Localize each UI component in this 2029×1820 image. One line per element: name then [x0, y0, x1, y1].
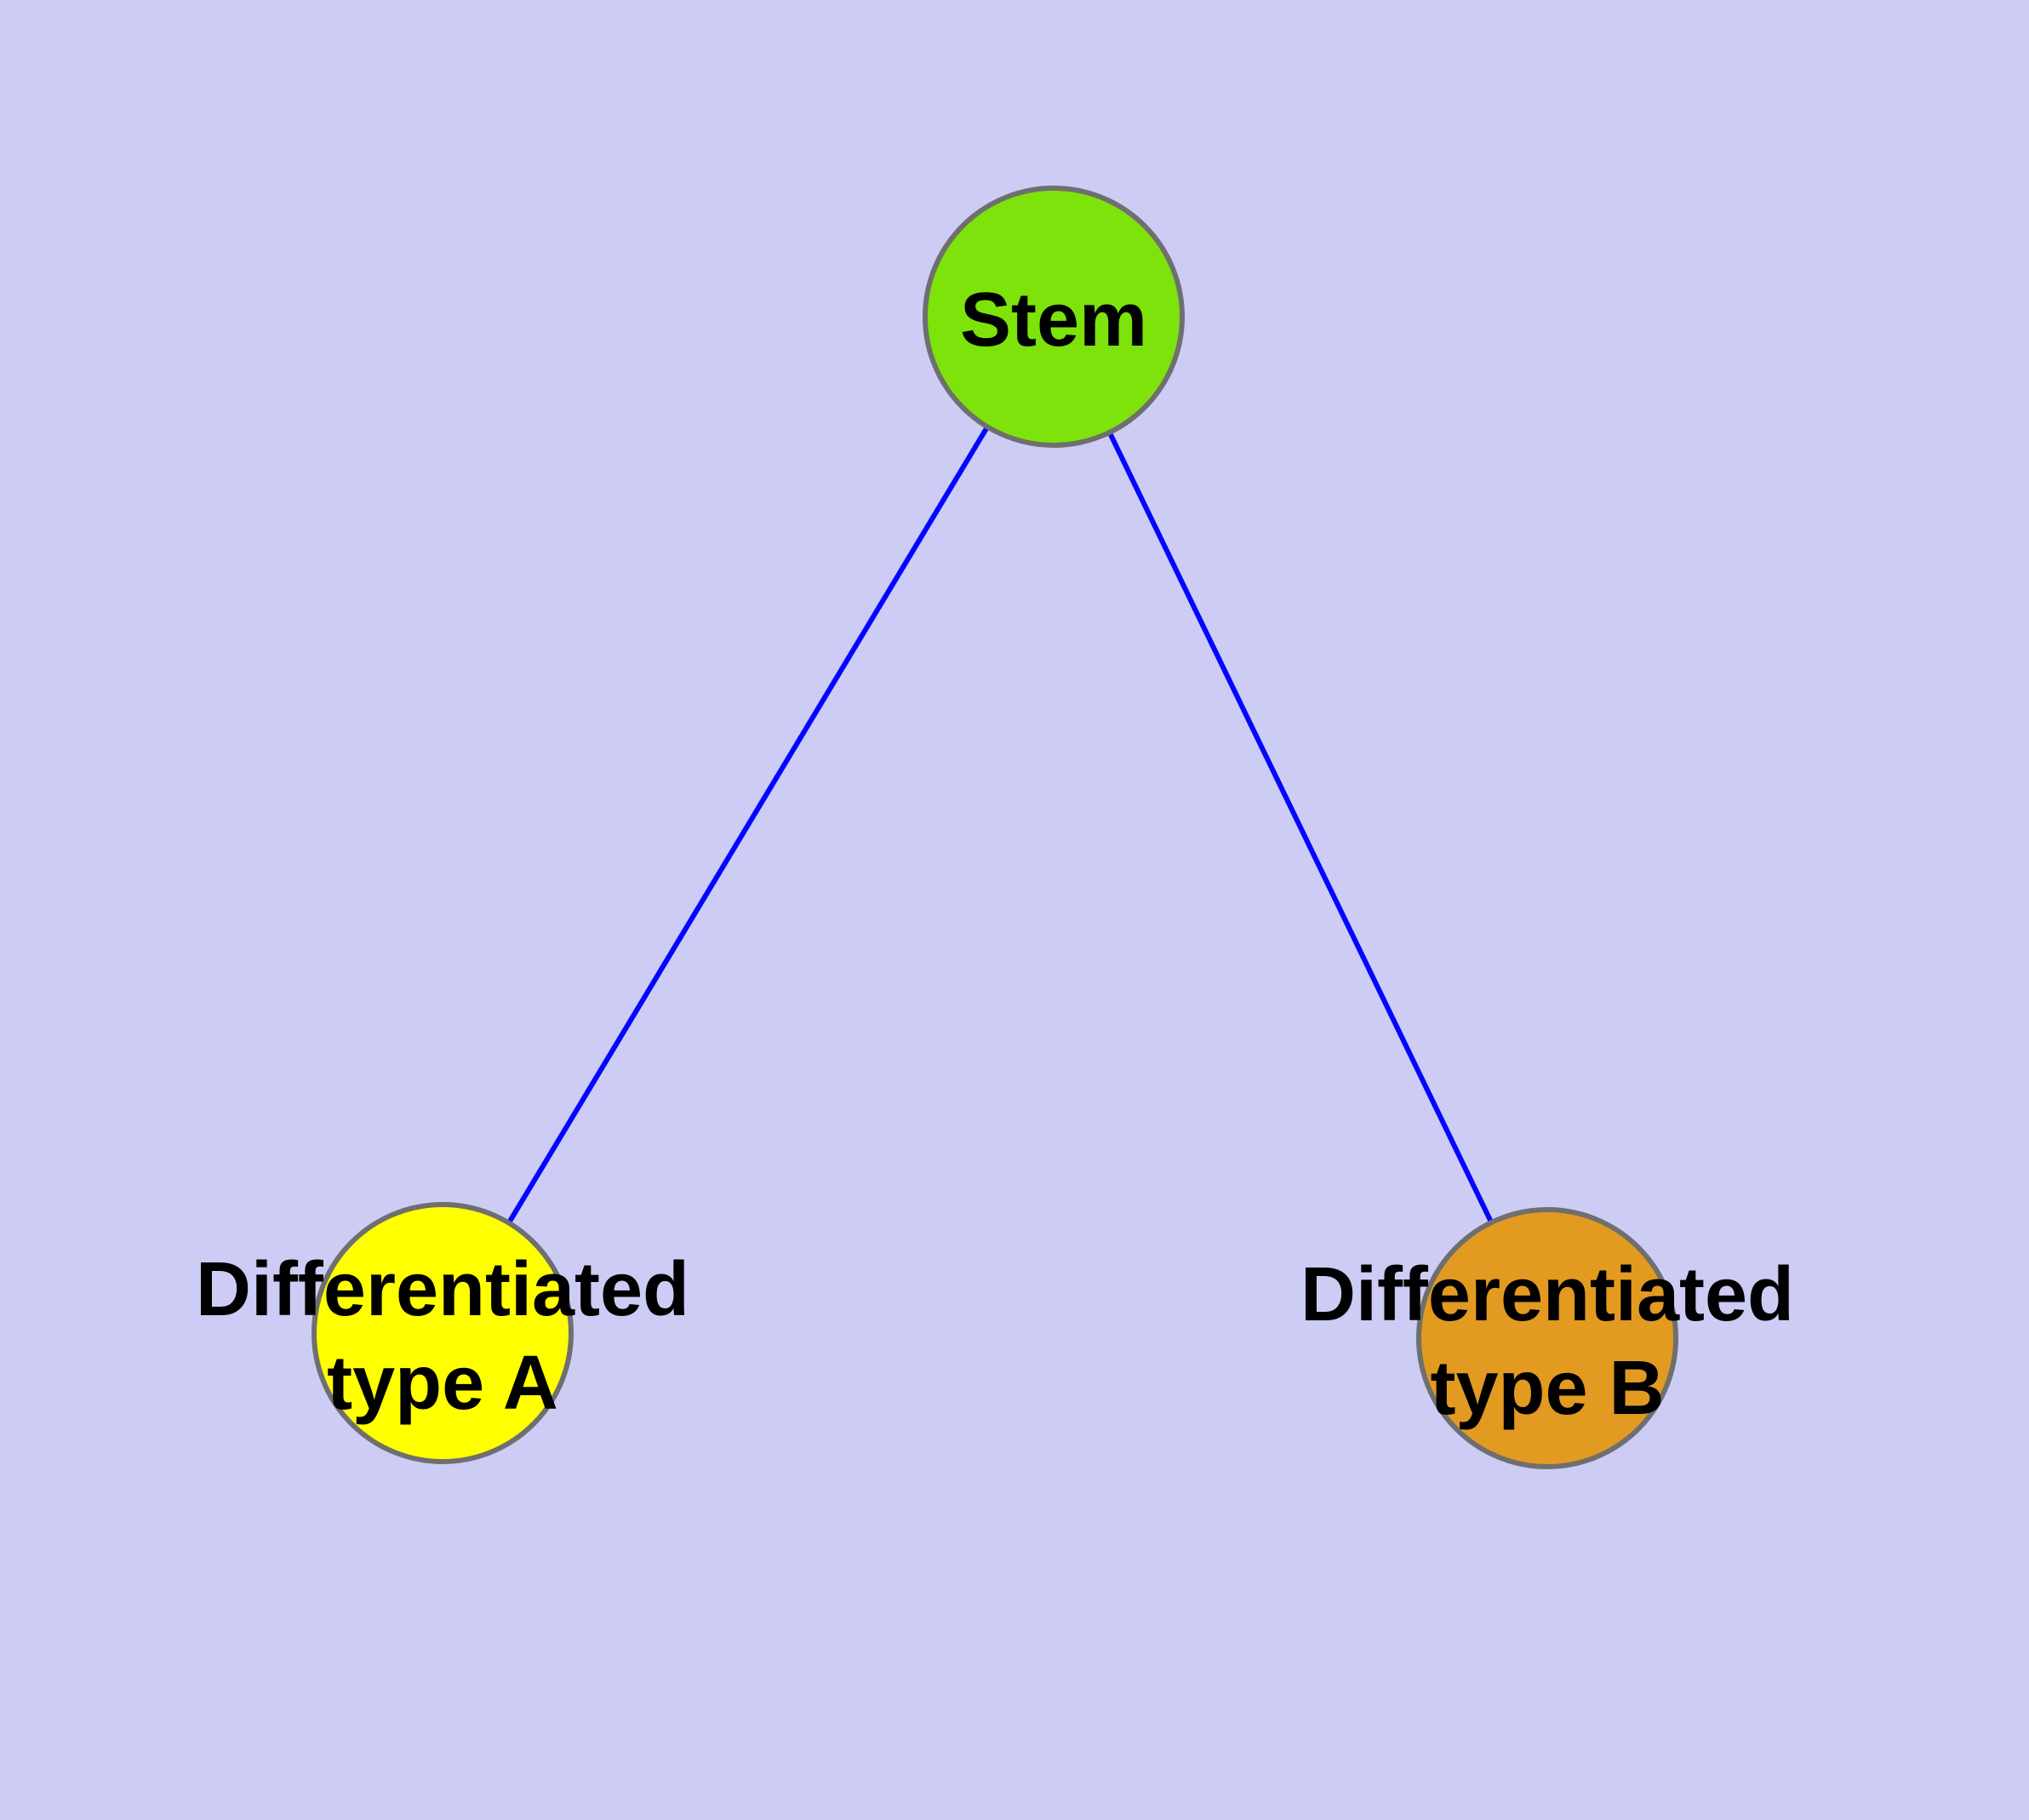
- node-type-a-label-line-1: Differentiated: [196, 1247, 689, 1332]
- node-type-a-label-line-2: type A: [327, 1341, 558, 1426]
- node-stem: [923, 186, 1185, 448]
- node-stem-label: Stem: [960, 278, 1147, 363]
- node-type-b: [1416, 1207, 1678, 1469]
- edge-stem-type-b: [1051, 315, 1550, 1340]
- node-type-b-label-line-1: Differentiated: [1300, 1252, 1794, 1337]
- edge-stem-type-a: [440, 315, 1056, 1335]
- node-type-a: [311, 1202, 574, 1464]
- node-type-b-label-line-2: type B: [1430, 1346, 1664, 1431]
